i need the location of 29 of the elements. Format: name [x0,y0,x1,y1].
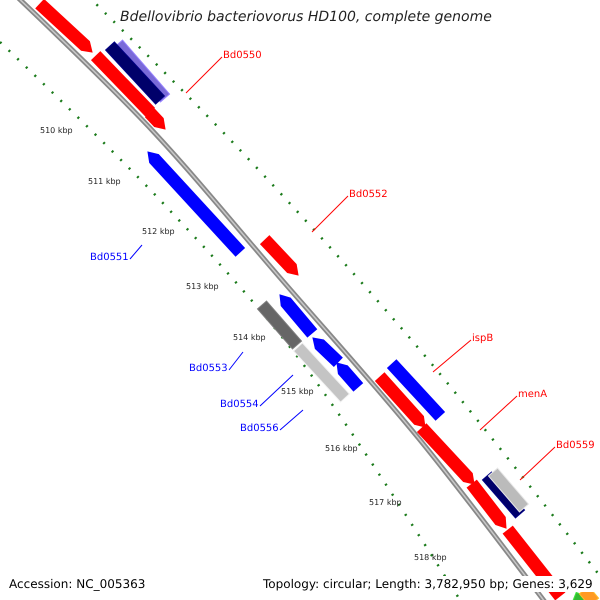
gene-label: Bd0552 [349,190,388,200]
title: Bdellovibrio bacteriovorus HD100, complete genome [118,10,494,24]
leader-line [520,446,556,480]
leader-line [260,374,294,406]
leader-line [130,244,142,260]
gene-label: Bd0556 [240,424,279,434]
tick-label: 517 kbp [369,499,402,507]
gene-label: Bd0559 [556,441,595,451]
gene-label: Bd0553 [189,364,228,374]
gene-label: Bd0551 [90,253,129,263]
leader-line [480,396,518,430]
tick-label: 513 kbp [186,283,219,291]
gene-label: Bd0554 [220,400,259,410]
leader-line [432,340,472,372]
tick-label: 511 kbp [88,178,121,186]
leader-line [186,56,222,94]
tick-label: 512 kbp [142,228,175,236]
footer-text: Topology: circular; Length: 3,782,950 bp; Genes: 3,629 [260,576,596,592]
leader-line [228,352,244,370]
tick-label: 510 kbp [40,127,73,135]
tick-label: 514 kbp [233,334,266,342]
gene-label: Bd0550 [223,51,262,61]
tick-label: 518 kbp [414,554,447,562]
tick-label: 516 kbp [325,445,358,453]
tick-label: 515 kbp [281,388,314,396]
leader-line [280,410,304,430]
gene-label: menA [518,390,548,400]
gene-label: ispB [472,334,494,344]
leader-line [312,196,348,232]
